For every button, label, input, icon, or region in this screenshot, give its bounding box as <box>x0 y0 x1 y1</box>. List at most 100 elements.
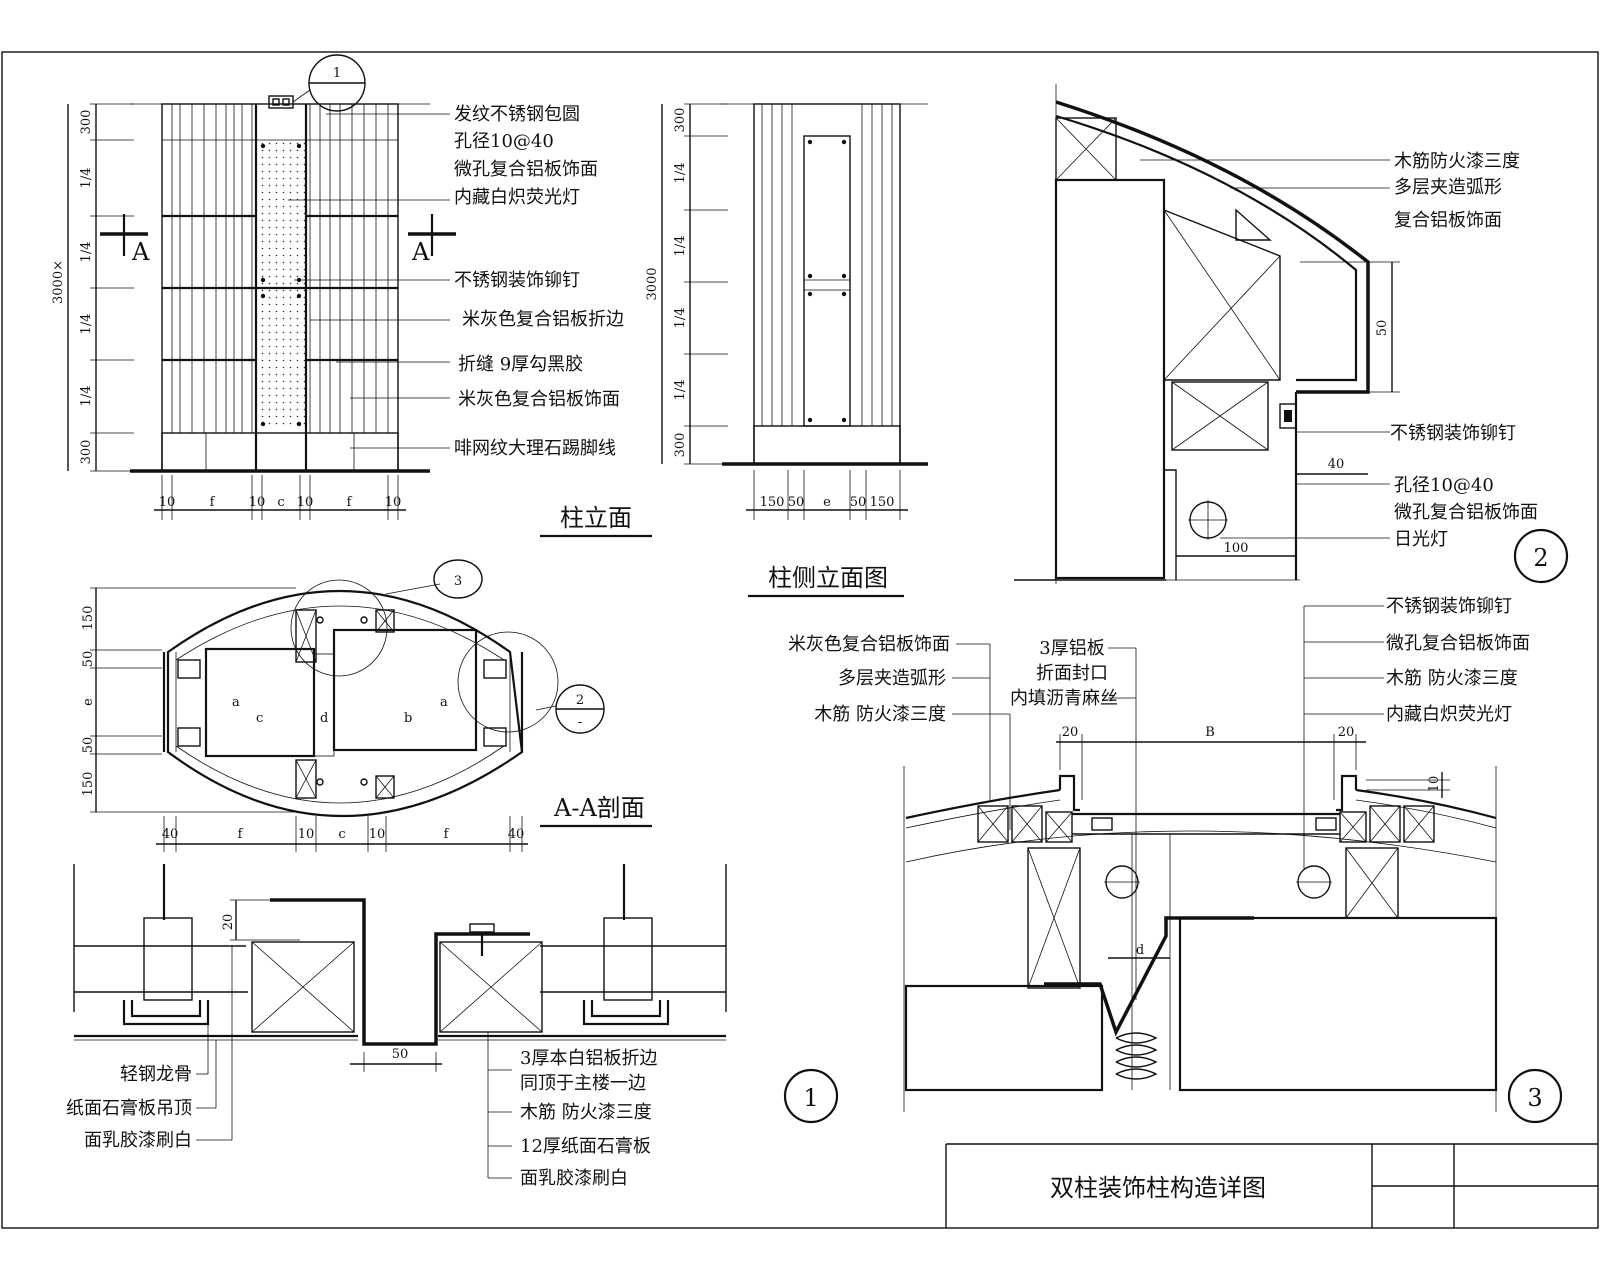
vdim-0: 300 <box>79 110 94 135</box>
hanger-block-left <box>143 917 193 1001</box>
sec-hdim-6: 40 <box>508 827 525 842</box>
d2-callout-2: 复合铝板饰面 <box>1394 210 1502 231</box>
marble-skirting <box>161 432 399 472</box>
elev-callout-4: 不锈钢装饰铆钉 <box>454 270 580 291</box>
d3-center-callout-2: 内填沥青麻丝 <box>1010 688 1118 709</box>
elevation-callouts: 发纹不锈钢包圆 孔径10@40 微孔复合铝板饰面 内藏白炽荧光灯 不锈钢装饰铆钉… <box>288 104 624 459</box>
side-elevation-title: 柱侧立面图 <box>768 564 888 592</box>
d2-callout-1: 多层夹造弧形 <box>1394 177 1502 198</box>
detail-3-number: 3 <box>1527 1084 1542 1112</box>
hdim-2: 10 <box>249 495 266 510</box>
sec-vdim-4: 150 <box>81 772 96 797</box>
sec-hdim-1: f <box>238 827 244 842</box>
side-hdim-4: 150 <box>870 495 895 510</box>
elev-callout-6: 折缝 9厚勾黑胶 <box>458 354 583 375</box>
inner-label-4: a <box>440 695 448 710</box>
side-column-outline <box>753 103 901 465</box>
section-mark-right: A <box>408 214 456 266</box>
d3-dim-B: B <box>1205 725 1215 740</box>
section-aa-title: A-A剖面 <box>553 794 645 822</box>
detail-1-number: 1 <box>803 1084 818 1112</box>
section-mark-right-label: A <box>411 238 430 266</box>
elev-callout-5: 米灰色复合铝板折边 <box>462 309 624 330</box>
detail-2: 50 40 100 木筋防火漆三度 多层夹造弧形 复合铝板饰面 不锈钢装饰铆钉 … <box>1014 84 1569 584</box>
side-vdim-1: 1/4 <box>673 163 688 184</box>
side-height-label: 3000 <box>645 267 660 300</box>
column-elevation: 1 A A 300 1/4 1/4 1/4 1/4 300 <box>51 54 652 538</box>
column-elevation-title: 柱立面 <box>560 504 632 532</box>
inner-label-1: c <box>256 711 263 726</box>
perforated-panel <box>256 140 306 428</box>
d1-left-callout-0: 轻钢龙骨 <box>120 1064 192 1085</box>
vertical-dim-chain: 300 1/4 1/4 1/4 1/4 300 3000× <box>51 103 134 472</box>
detail-1: 20 50 轻钢龙骨 纸面石膏板吊顶 面乳胶漆刷白 3厚本白铝板折边 同顶于主楼… <box>66 864 839 1189</box>
d2-concrete <box>1054 178 1166 580</box>
d2-callout-4: 孔径10@40 <box>1394 475 1494 496</box>
title-block: 双柱装饰柱构造详图 <box>945 1143 1598 1228</box>
d1-left-callout-1: 纸面石膏板吊顶 <box>66 1097 192 1119</box>
hdim-3: c <box>277 495 284 510</box>
callout-2-circle <box>457 631 559 733</box>
inner-label-0: a <box>232 695 240 710</box>
detail-3-marker <box>1507 1068 1563 1124</box>
side-hdim-0: 150 <box>760 495 785 510</box>
elev-callout-2: 微孔复合铝板饰面 <box>454 159 598 180</box>
core-column-right <box>332 628 478 752</box>
d3-arc-right <box>1355 788 1497 820</box>
d2-curved-cladding <box>1055 100 1370 394</box>
sheet-border <box>1 51 1599 1229</box>
section-callout-3 <box>433 559 483 599</box>
side-rivets <box>807 139 847 423</box>
d3-timber-row <box>977 805 1435 843</box>
d1-right-callout-0: 3厚本白铝板折边 <box>520 1048 657 1069</box>
sec-hdim-0: 40 <box>162 827 179 842</box>
d3-concrete-left <box>904 984 1104 1092</box>
side-hdim-2: e <box>823 495 831 510</box>
side-vdim-0: 300 <box>673 108 688 133</box>
sec-hdim-5: f <box>444 827 450 842</box>
d2-callout-3: 不锈钢装饰铆钉 <box>1390 423 1516 444</box>
hdim-4: 10 <box>297 495 314 510</box>
elev-callout-1: 孔径10@40 <box>454 131 554 152</box>
side-skirting <box>753 425 901 465</box>
side-vdim-5: 300 <box>673 433 688 458</box>
inner-label-2: d <box>320 711 328 726</box>
d1-dim-50: 50 <box>392 1047 409 1062</box>
section-callout-3-text: 3 <box>454 574 462 589</box>
detail-1-marker <box>783 1068 839 1124</box>
timber-block-right <box>439 941 543 1033</box>
sec-hdim-4: 10 <box>369 827 386 842</box>
d3-left-callout-2: 木筋 防火漆三度 <box>814 704 946 725</box>
sec-vdim-1: 50 <box>81 651 96 668</box>
side-elevation: 300 1/4 1/4 1/4 1/4 300 3000 150 50 e 50… <box>645 103 928 598</box>
vdim-3: 1/4 <box>79 314 94 335</box>
d3-concrete-right <box>1178 916 1498 1092</box>
d1-dim-20: 20 <box>221 914 236 931</box>
d1-left-callout-2: 面乳胶漆刷白 <box>84 1130 192 1151</box>
timber-block-left <box>251 941 355 1033</box>
d2-callout-5: 微孔复合铝板饰面 <box>1394 502 1538 523</box>
vdim-4: 1/4 <box>79 386 94 407</box>
d3-right-callout-2: 木筋 防火漆三度 <box>1386 668 1518 689</box>
drawing-title: 双柱装饰柱构造详图 <box>1050 1174 1266 1202</box>
d3-fold-seal <box>1044 916 1254 1037</box>
aluminum-fold <box>270 898 530 1046</box>
section-mark-left-label: A <box>131 238 150 266</box>
d3-center-callout-1: 折面封口 <box>1036 663 1108 684</box>
d3-dim-20-right: 20 <box>1338 725 1355 740</box>
hanger-block-right <box>603 917 653 1001</box>
sec-vdim-2: e <box>81 698 96 706</box>
side-perforated-panel <box>803 135 851 427</box>
elev-callout-7: 米灰色复合铝板饰面 <box>458 389 620 410</box>
hdim-5: f <box>347 495 353 510</box>
d3-right-callout-3: 内藏白炽荧光灯 <box>1386 704 1512 725</box>
d3-dim-10: 10 <box>1427 776 1442 793</box>
side-vdim-4: 1/4 <box>673 380 688 401</box>
d2-dim-50: 50 <box>1375 320 1390 337</box>
d2-callout-0: 木筋防火漆三度 <box>1394 151 1520 172</box>
side-vdim-3: 1/4 <box>673 308 688 329</box>
d2-dim-100: 100 <box>1224 541 1249 556</box>
core-column-left <box>204 647 316 758</box>
vdim-5: 300 <box>79 440 94 465</box>
